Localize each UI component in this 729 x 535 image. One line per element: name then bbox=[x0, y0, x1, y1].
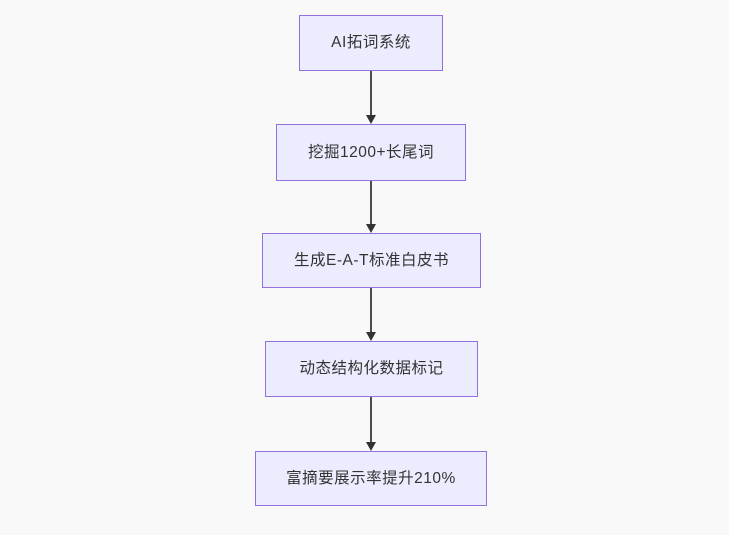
node-mine-longtail-keywords: 挖掘1200+长尾词 bbox=[276, 124, 466, 181]
node-label: 挖掘1200+长尾词 bbox=[307, 143, 435, 161]
node-dynamic-structured-data-markup: 动态结构化数据标记 bbox=[265, 341, 478, 397]
arrow-line bbox=[370, 181, 372, 224]
node-label: 生成E-A-T标准白皮书 bbox=[294, 251, 449, 269]
node-label: 动态结构化数据标记 bbox=[299, 360, 444, 378]
node-label: AI拓词系统 bbox=[331, 34, 411, 52]
arrow-head-icon bbox=[366, 115, 376, 124]
arrow-line bbox=[370, 397, 372, 442]
arrow-line bbox=[370, 288, 372, 332]
arrow-down-2 bbox=[366, 181, 376, 233]
node-label: 富摘要展示率提升210% bbox=[286, 469, 456, 487]
node-generate-eat-whitepaper: 生成E-A-T标准白皮书 bbox=[262, 233, 481, 288]
node-rich-snippet-rate-increase: 富摘要展示率提升210% bbox=[255, 451, 487, 506]
node-ai-word-expansion-system: AI拓词系统 bbox=[299, 15, 443, 71]
arrow-head-icon bbox=[366, 224, 376, 233]
arrow-head-icon bbox=[366, 332, 376, 341]
arrow-down-3 bbox=[366, 288, 376, 341]
arrow-head-icon bbox=[366, 442, 376, 451]
arrow-down-4 bbox=[366, 397, 376, 451]
arrow-down-1 bbox=[366, 71, 376, 124]
arrow-line bbox=[370, 71, 372, 115]
